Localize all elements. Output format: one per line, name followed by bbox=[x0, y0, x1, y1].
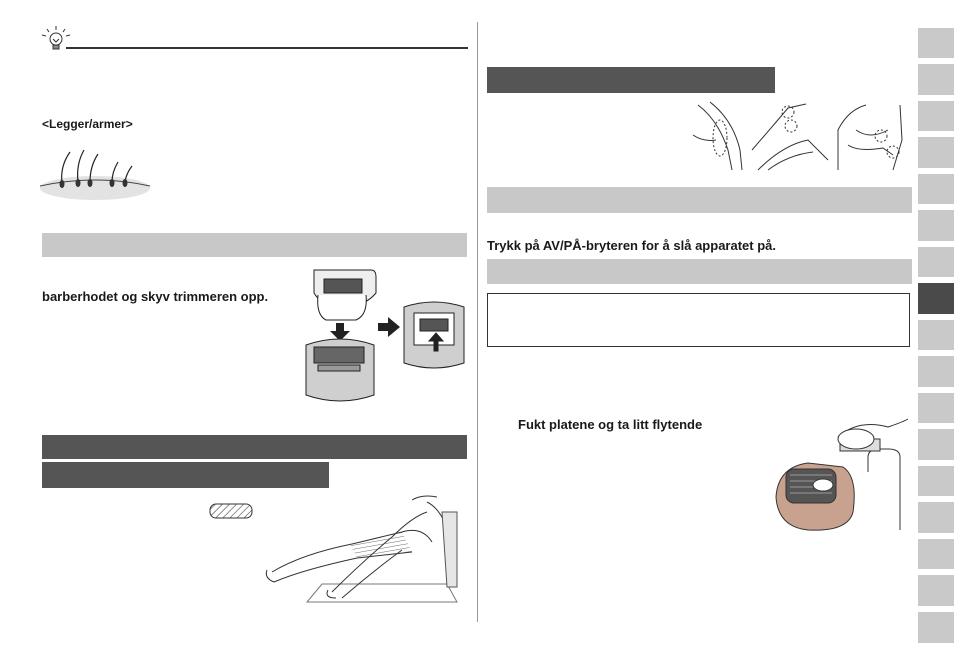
side-tab-5[interactable] bbox=[918, 174, 954, 204]
side-tab-15[interactable] bbox=[918, 539, 954, 569]
hatched-area-symbol-icon bbox=[209, 503, 253, 519]
side-tab-8-active[interactable] bbox=[918, 283, 954, 314]
legs-shaving-illustration bbox=[262, 492, 467, 607]
section-header-bar-light-3 bbox=[487, 259, 912, 284]
body-areas-illustration bbox=[688, 100, 912, 172]
tip-divider-line bbox=[66, 47, 468, 49]
section-label-legs-arms: <Legger/armer> bbox=[42, 117, 133, 131]
side-tab-14[interactable] bbox=[918, 502, 954, 533]
side-tab-13[interactable] bbox=[918, 466, 954, 496]
section-header-bar-dark-1 bbox=[42, 435, 467, 459]
power-instruction-text: Trykk på AV/PÅ-bryteren for å slå appara… bbox=[487, 238, 776, 253]
lightbulb-tip-icon bbox=[36, 24, 76, 54]
side-tab-12[interactable] bbox=[918, 429, 954, 460]
trimmer-attachment-illustration bbox=[296, 265, 466, 410]
moisten-instruction-text: Fukt platene og ta litt flytende bbox=[518, 417, 703, 432]
side-tab-2[interactable] bbox=[918, 64, 954, 95]
side-tab-16[interactable] bbox=[918, 575, 954, 606]
side-tab-10[interactable] bbox=[918, 356, 954, 387]
section-header-bar-trimmer bbox=[42, 233, 467, 257]
side-tab-11[interactable] bbox=[918, 393, 954, 423]
column-divider bbox=[477, 22, 478, 622]
side-tab-4[interactable] bbox=[918, 137, 954, 168]
trimmer-instruction-text: barberhodet og skyv trimmeren opp. bbox=[42, 289, 269, 304]
section-header-bar-dark-3 bbox=[487, 67, 775, 93]
section-header-bar-dark-2 bbox=[42, 462, 329, 488]
side-tab-3[interactable] bbox=[918, 101, 954, 131]
note-box bbox=[487, 293, 910, 347]
side-tab-6[interactable] bbox=[918, 210, 954, 241]
side-tab-17[interactable] bbox=[918, 612, 954, 643]
side-tab-1[interactable] bbox=[918, 28, 954, 58]
soap-dispenser-illustration bbox=[768, 417, 913, 532]
hair-growth-illustration bbox=[40, 148, 155, 203]
section-header-bar-light-2 bbox=[487, 187, 912, 213]
side-tab-7[interactable] bbox=[918, 247, 954, 277]
side-tab-9[interactable] bbox=[918, 320, 954, 350]
